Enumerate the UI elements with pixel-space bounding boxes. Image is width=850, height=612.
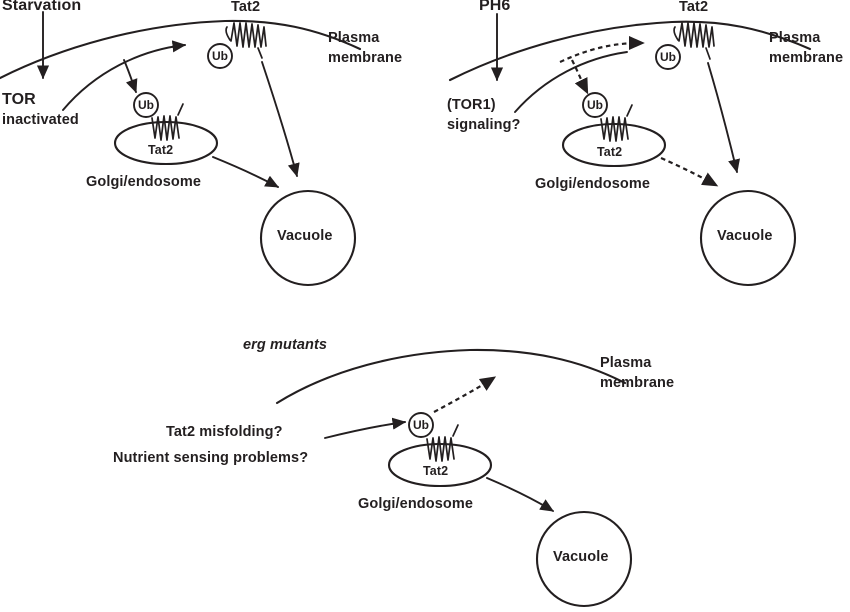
tor1-connector-line xyxy=(514,51,628,113)
arrow-cause-to-ub-3 xyxy=(324,417,407,439)
plasma-membrane-curve-3 xyxy=(275,348,627,405)
plasma-membrane-label-1-line2: membrane xyxy=(328,50,403,66)
golgi-endosome-label-3: Golgi/endosome xyxy=(358,496,473,512)
golgi-endosome-label-1: Golgi/endosome xyxy=(86,174,201,190)
dashed-branch-arrow-to-golgi-2 xyxy=(571,59,589,95)
golgi-tat2-tail-2 xyxy=(626,104,633,117)
golgi-endosome-ellipse-1 xyxy=(113,120,219,166)
erg-mutants-label: erg mutants xyxy=(243,337,328,353)
vacuole-label-3: Vacuole xyxy=(553,549,609,565)
surface-tat2-loop-1 xyxy=(225,26,231,41)
surface-tat2-label-2: Tat2 xyxy=(679,0,709,15)
tor-label-line1: TOR xyxy=(2,91,36,108)
surface-ub-label-1: Ub xyxy=(212,49,228,63)
vacuole-label-1: Vacuole xyxy=(277,228,333,244)
vacuole-circle-3 xyxy=(535,510,633,608)
arrow-surface-to-vacuole-1 xyxy=(261,61,300,178)
surface-ub-circle-2 xyxy=(655,44,681,70)
golgi-ub-circle-1 xyxy=(133,92,159,118)
tor1-label-line1: (TOR1) xyxy=(447,97,496,113)
nutrient-sensing-label: Nutrient sensing problems? xyxy=(113,450,309,466)
surface-tat2-tail-1 xyxy=(257,47,263,59)
golgi-tat2-label-2: Tat2 xyxy=(597,145,623,159)
plasma-membrane-curve-1 xyxy=(0,19,362,80)
panel-ph6-graphics xyxy=(448,13,812,287)
dashed-arrow-to-membrane-3 xyxy=(433,376,497,413)
golgi-ub-circle-3 xyxy=(408,412,434,438)
panel-starvation-graphics xyxy=(0,11,362,287)
surface-tat2-label-1: Tat2 xyxy=(231,0,261,15)
dashed-arrow-to-surface-2 xyxy=(559,35,645,63)
golgi-ub-circle-2 xyxy=(582,92,608,118)
vacuole-circle-2 xyxy=(699,189,797,287)
starvation-label: Starvation xyxy=(2,0,82,14)
golgi-tat2-zigzag-3 xyxy=(426,436,455,462)
surface-tat2-zigzag-1 xyxy=(230,22,267,48)
golgi-tat2-label-1: Tat2 xyxy=(148,143,174,157)
plasma-membrane-label-3-line1: Plasma xyxy=(600,355,652,371)
tor1-label-line2: signaling? xyxy=(447,117,521,133)
vacuole-label-2: Vacuole xyxy=(717,228,773,244)
surface-tat2-loop-2 xyxy=(673,26,679,41)
surface-ub-label-2: Ub xyxy=(660,50,676,64)
plasma-membrane-label-1-line1: Plasma xyxy=(328,30,380,46)
golgi-ub-label-1: Ub xyxy=(138,98,154,112)
panel-erg-mutants-graphics xyxy=(275,348,633,608)
golgi-tat2-label-3: Tat2 xyxy=(423,464,449,478)
surface-tat2-tail-2 xyxy=(705,47,711,60)
golgi-tat2-tail-3 xyxy=(452,424,459,437)
golgi-ub-label-2: Ub xyxy=(587,98,603,112)
arrow-golgi-to-vacuole-3 xyxy=(486,477,554,512)
tat2-misfolding-label: Tat2 misfolding? xyxy=(166,424,283,440)
plasma-membrane-label-3-line2: membrane xyxy=(600,375,675,391)
surface-tat2-zigzag-2 xyxy=(678,22,715,48)
plasma-membrane-label-2-line2: membrane xyxy=(769,50,844,66)
golgi-ub-label-3: Ub xyxy=(413,418,429,432)
recycle-arrow-to-surface xyxy=(62,40,187,111)
golgi-endosome-ellipse-3 xyxy=(387,442,493,488)
arrow-surface-to-vacuole-2 xyxy=(707,62,740,174)
golgi-tat2-zigzag-2 xyxy=(600,116,629,142)
golgi-tat2-tail-1 xyxy=(177,103,184,116)
tor-label-line2: inactivated xyxy=(2,112,79,128)
vacuole-circle-1 xyxy=(259,189,357,287)
arrow-golgi-to-vacuole-1 xyxy=(212,156,280,188)
golgi-tat2-zigzag-1 xyxy=(151,115,180,141)
plasma-membrane-label-2-line1: Plasma xyxy=(769,30,821,46)
dashed-arrow-golgi-to-vacuole-2 xyxy=(660,156,719,187)
golgi-endosome-label-2: Golgi/endosome xyxy=(535,176,650,192)
plasma-membrane-curve-2 xyxy=(448,20,812,82)
branch-arrow-to-golgi xyxy=(123,59,138,94)
ph6-label: PH6 xyxy=(479,0,511,14)
surface-ub-circle-1 xyxy=(207,43,233,69)
